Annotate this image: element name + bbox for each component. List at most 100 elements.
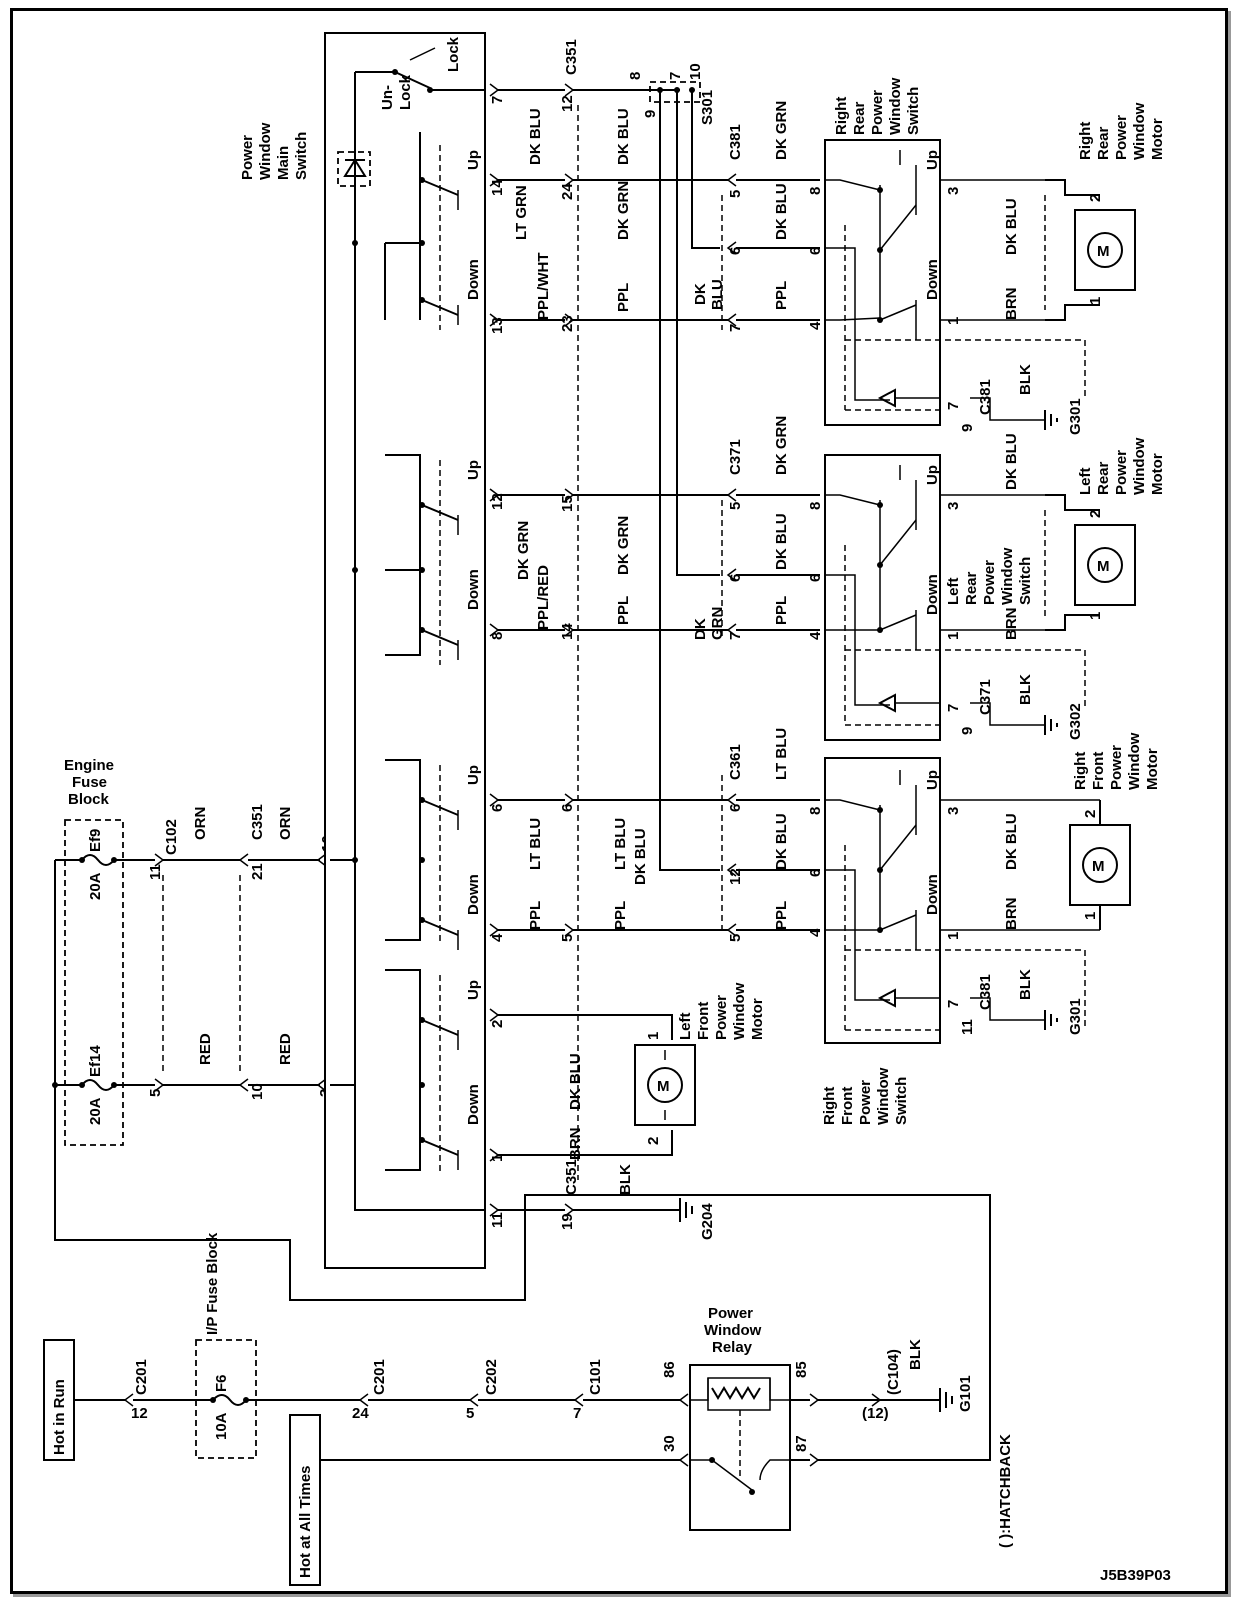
lr-sw-pin-1: 1 bbox=[945, 632, 962, 640]
rf-motor-pin-1: 1 bbox=[1082, 912, 1099, 920]
rr-motor-pin-1: 1 bbox=[1087, 297, 1104, 305]
pin-c202-5: 5 bbox=[466, 1405, 474, 1422]
rr-sw-down-label: Down bbox=[924, 259, 941, 300]
pin-c351-14: 14 bbox=[559, 623, 576, 640]
ground-g101-label: G101 bbox=[957, 1375, 974, 1412]
lr-sw-pin-3: 3 bbox=[945, 502, 962, 510]
lr-motor-title-4: Window bbox=[1131, 437, 1148, 495]
wire-dkblu-lr: DK BLU bbox=[773, 513, 790, 570]
connector-c351-label-feed: C351 bbox=[249, 804, 266, 840]
pin-c351-23: 23 bbox=[559, 315, 576, 332]
svg-text:M: M bbox=[657, 1078, 670, 1095]
splice-s301-label: S301 bbox=[699, 90, 716, 125]
rr-switch-title-4: Window bbox=[887, 77, 904, 135]
rf-sw-down-label: Down bbox=[924, 874, 941, 915]
hot-at-all-times-box: Hot at All Times bbox=[289, 1414, 321, 1586]
wire-ltblu-rf-1: LT BLU bbox=[612, 818, 629, 870]
rr-ground-g301: G301 bbox=[1067, 398, 1084, 435]
connector-c351-label-gnd: C351 bbox=[563, 1159, 580, 1195]
wire-dkblu-lf: DK BLU bbox=[567, 1053, 584, 1110]
pin-lr-up-12: 12 bbox=[489, 493, 506, 510]
wire-dkgrn-splice-2: GRN bbox=[709, 607, 726, 640]
rr-motor-title-5: Motor bbox=[1149, 118, 1166, 160]
lr-switch-contacts: Up Down bbox=[385, 454, 482, 665]
hot-in-run-box: Hot in Run bbox=[43, 1339, 75, 1461]
pin-rf-up-6: 6 bbox=[489, 804, 506, 812]
pin-c351-19: 19 bbox=[559, 1213, 576, 1230]
hatchback-note: ( ):HATCHBACK bbox=[997, 1434, 1014, 1548]
pin-c351-5: 5 bbox=[559, 934, 576, 942]
rf-sw-pin-8: 8 bbox=[807, 807, 824, 815]
fuse-f6-rating: 10A bbox=[213, 1412, 230, 1440]
wire-ppl-rr-2: PPL bbox=[773, 281, 790, 310]
lr-blk: BLK bbox=[1017, 674, 1034, 705]
rf-sw-pin-4: 4 bbox=[807, 928, 824, 937]
rr-switch-title-3: Power bbox=[869, 90, 886, 135]
rf-blk: BLK bbox=[1017, 969, 1034, 1000]
rr-motor-brn: BRN bbox=[1003, 288, 1020, 321]
rr-down-label: Down bbox=[465, 259, 482, 300]
lr-switch-title-3: Power bbox=[981, 560, 998, 605]
rr-sw-pin-8: 8 bbox=[807, 187, 824, 195]
rf-motor-title-5: Motor bbox=[1144, 748, 1161, 790]
rr-motor-title-3: Power bbox=[1113, 115, 1130, 160]
rf-switch-title-5: Switch bbox=[893, 1077, 910, 1125]
fuse-ef14-rating: 20A bbox=[87, 1097, 104, 1125]
rf-sw-pin-11: 11 bbox=[959, 1019, 976, 1035]
pin-c381-5: 5 bbox=[727, 190, 744, 198]
main-switch-title-2: Window bbox=[257, 122, 274, 180]
lr-switch-title-4: Window bbox=[999, 547, 1016, 605]
pin-c101-7: 7 bbox=[573, 1405, 581, 1422]
svg-text:M: M bbox=[1097, 243, 1110, 260]
wire-ppl-rf-2: PPL bbox=[773, 901, 790, 930]
rr-switch-title-2: Rear bbox=[851, 101, 868, 135]
rf-motor-title-3: Power bbox=[1108, 745, 1125, 790]
wire-dkblu-lock-2: DK BLU bbox=[615, 108, 632, 165]
lr-sw-pin-8: 8 bbox=[807, 502, 824, 510]
relay-pin-87: 87 bbox=[793, 1435, 810, 1452]
main-switch-title-3: Main bbox=[275, 146, 292, 180]
lf-motor-title-3: Power bbox=[713, 995, 730, 1040]
rr-motor-title-4: Window bbox=[1131, 102, 1148, 160]
rr-motor: M 2 1 Right Rear Power Window Motor bbox=[1074, 102, 1166, 305]
pin-lf-down-1: 1 bbox=[489, 1154, 506, 1162]
wire-ppl-rf: PPL bbox=[527, 901, 544, 930]
pin-c371-6: 6 bbox=[727, 574, 744, 582]
lr-sw-pin-6: 6 bbox=[807, 574, 824, 582]
connector-c201-label: C201 bbox=[133, 1359, 150, 1395]
pin-c201-12: 12 bbox=[131, 1405, 148, 1422]
s301-pin-9: 9 bbox=[642, 110, 659, 118]
lr-switch-title-2: Rear bbox=[963, 571, 980, 605]
lf-motor-title-5: Motor bbox=[749, 998, 766, 1040]
pin-c351-15: 15 bbox=[559, 495, 576, 512]
ground-g204-label: G204 bbox=[699, 1203, 716, 1240]
unlock-label: Un- bbox=[379, 85, 396, 110]
connector-c361-label: C361 bbox=[727, 744, 744, 780]
lf-motor-title-4: Window bbox=[731, 982, 748, 1040]
rr-switch-title-1: Right bbox=[833, 97, 850, 135]
rr-sw-pin-9: 9 bbox=[959, 424, 976, 432]
wire-dkblu-rf-splice: DK BLU bbox=[632, 828, 649, 885]
rf-switch-title-3: Power bbox=[857, 1080, 874, 1125]
pin-c361-12: 12 bbox=[727, 868, 744, 885]
rf-window-switch: Up Down 8 6 4 3 1 7 11 C381 DK BLU BRN B… bbox=[807, 757, 1100, 1125]
s301-pin-7: 7 bbox=[667, 72, 684, 80]
rr-motor-pin-2: 2 bbox=[1087, 194, 1104, 202]
lf-motor-title-2: Front bbox=[695, 1002, 712, 1040]
pin-c201-24: 24 bbox=[352, 1405, 369, 1422]
connector-c371-label: C371 bbox=[727, 439, 744, 475]
pin-c351-24: 24 bbox=[559, 183, 576, 200]
lr-motor-title-3: Power bbox=[1113, 450, 1130, 495]
rr-c381-label: C381 bbox=[977, 379, 994, 415]
relay-pin-85: 85 bbox=[793, 1361, 810, 1378]
rr-blk: BLK bbox=[1017, 364, 1034, 395]
ip-fuse-block: F6 10A I/P Fuse Block bbox=[195, 1232, 257, 1459]
lr-motor-title-2: Rear bbox=[1095, 461, 1112, 495]
wire-dkblu-lock-1: DK BLU bbox=[527, 108, 544, 165]
rf-motor-title-2: Front bbox=[1090, 752, 1107, 790]
lr-sw-pin-9: 9 bbox=[959, 727, 976, 735]
